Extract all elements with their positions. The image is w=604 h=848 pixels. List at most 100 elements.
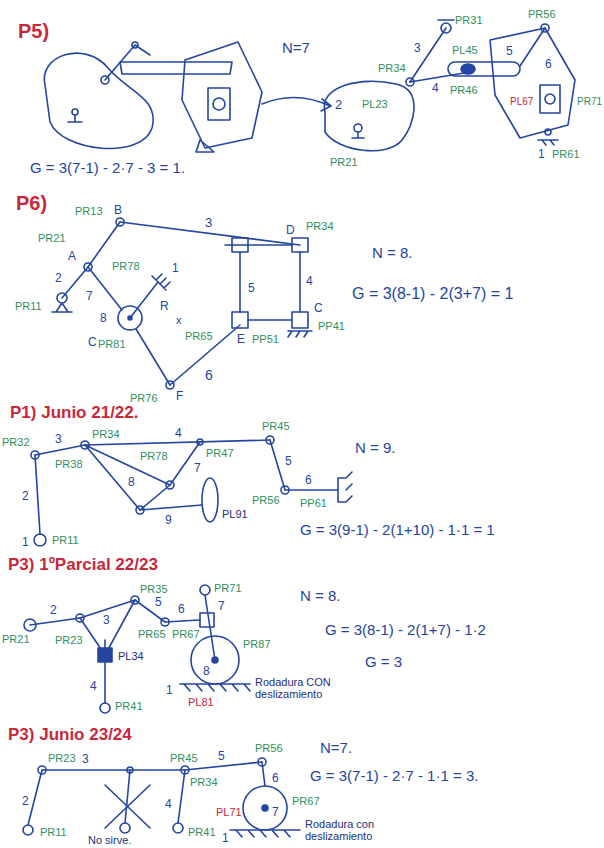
joint-label: PR67 xyxy=(172,628,200,640)
link-stroke xyxy=(225,244,292,246)
link-number: 7 xyxy=(218,600,225,613)
link-number: R xyxy=(160,300,169,313)
link-number: 2 xyxy=(335,98,342,112)
link-stroke xyxy=(42,769,185,771)
joint-symbol xyxy=(200,585,210,595)
joint-label: PL45 xyxy=(452,44,478,56)
link-stroke xyxy=(170,442,200,485)
link-stroke xyxy=(85,440,270,445)
link-number: E xyxy=(237,333,245,346)
link-stroke xyxy=(338,472,352,502)
link-number: 5 xyxy=(285,455,292,468)
link-stroke xyxy=(152,274,170,290)
link-number: A xyxy=(68,250,76,263)
equation: G = 3 xyxy=(365,654,402,671)
joint-label: PR31 xyxy=(455,14,483,26)
link-stroke xyxy=(125,770,130,823)
link-number: 4 xyxy=(432,82,439,95)
joint-label: PR47 xyxy=(206,447,234,459)
joint-symbol xyxy=(34,534,46,546)
link-number: 1 xyxy=(22,536,29,549)
joint-label: PR56 xyxy=(255,742,283,754)
joint-label: PR45 xyxy=(262,420,290,432)
equation: N = 8. xyxy=(300,588,340,605)
equation: G = 3(8-1) - 2(3+7) = 1 xyxy=(352,285,513,303)
joint-label: PL71 xyxy=(216,806,242,818)
link-stroke xyxy=(248,319,292,321)
joint-label: PR71 xyxy=(214,582,242,594)
link-number: 7 xyxy=(194,462,201,475)
link-number: 3 xyxy=(205,216,212,230)
joint-label: PR71 xyxy=(577,96,602,107)
link-stroke xyxy=(520,28,545,66)
slider-block xyxy=(292,312,308,328)
link-stroke xyxy=(288,331,312,337)
link-stroke xyxy=(410,28,446,82)
link-number: 6 xyxy=(178,603,185,616)
joint-label: PR34 xyxy=(306,220,334,232)
joint-label: PR34 xyxy=(190,776,218,788)
link-number: 8 xyxy=(100,312,107,325)
link-number: 1 xyxy=(166,684,173,697)
equation: G = 3(8-1) - 2(1+7) - 1·2 xyxy=(325,622,486,639)
link-stroke xyxy=(35,445,85,455)
joint-label: PR21 xyxy=(38,232,66,244)
link-stroke xyxy=(262,762,265,786)
note-text: No sirve. xyxy=(88,834,131,846)
joint-symbol xyxy=(202,478,218,522)
link-number: 8 xyxy=(128,476,135,489)
link-number: 4 xyxy=(306,275,313,288)
link-number: 6 xyxy=(205,368,213,383)
joint-label: PR87 xyxy=(243,638,271,650)
link-stroke xyxy=(120,62,232,74)
joint-label: PL67 xyxy=(510,96,533,107)
link-stroke xyxy=(28,770,42,825)
link-stroke xyxy=(239,252,241,312)
joint-symbol xyxy=(545,129,551,135)
joint-label: PR21 xyxy=(2,633,30,645)
joint-label: PR11 xyxy=(15,300,42,312)
joint-label: PR38 xyxy=(55,458,83,470)
joint-label: PR67 xyxy=(292,795,320,807)
link-number: x xyxy=(176,314,182,326)
joint-symbol xyxy=(243,786,287,830)
joint-label: PR34 xyxy=(378,62,406,74)
link-number: 3 xyxy=(82,753,89,766)
link-number: C xyxy=(314,302,323,315)
joint-label: PR41 xyxy=(115,700,143,712)
link-number: 7 xyxy=(272,806,279,819)
link-stroke xyxy=(85,445,170,510)
equation: N = 8. xyxy=(372,245,412,262)
joint-symbol xyxy=(191,636,239,684)
joint-label: PR56 xyxy=(528,8,556,20)
equation: G = 3(7-1) - 2·7 - 1·1 = 3. xyxy=(310,768,478,785)
equation: N = 9. xyxy=(355,440,395,457)
link-stroke xyxy=(30,618,80,625)
link-number: 1 xyxy=(538,148,545,161)
joint-label: PR45 xyxy=(170,752,198,764)
link-number: 5 xyxy=(506,45,513,58)
slider-block xyxy=(292,238,308,252)
joint-label: PR35 xyxy=(140,583,168,595)
link-number: C xyxy=(88,336,97,349)
joint-symbol xyxy=(173,823,183,833)
link-stroke xyxy=(35,455,40,534)
joint-symbol xyxy=(120,823,130,833)
joint-label: PR76 xyxy=(130,392,158,404)
section-heading: P3) 1ºParcial 22/23 xyxy=(8,556,158,575)
link-number: 5 xyxy=(218,750,225,763)
link-number: 5 xyxy=(155,596,162,609)
slider-block xyxy=(98,648,112,662)
equation: N=7 xyxy=(282,40,310,57)
section-heading: P5) xyxy=(18,20,49,42)
link-stroke xyxy=(178,770,185,823)
link-number: 6 xyxy=(305,474,312,487)
link-number: 3 xyxy=(55,433,62,446)
link-stroke xyxy=(180,684,250,691)
joint-label: PR46 xyxy=(450,84,478,96)
mechanism-group xyxy=(324,20,575,151)
joint-symbol xyxy=(354,124,362,132)
note-text: Rodadura CON deslizamiento xyxy=(255,676,355,700)
